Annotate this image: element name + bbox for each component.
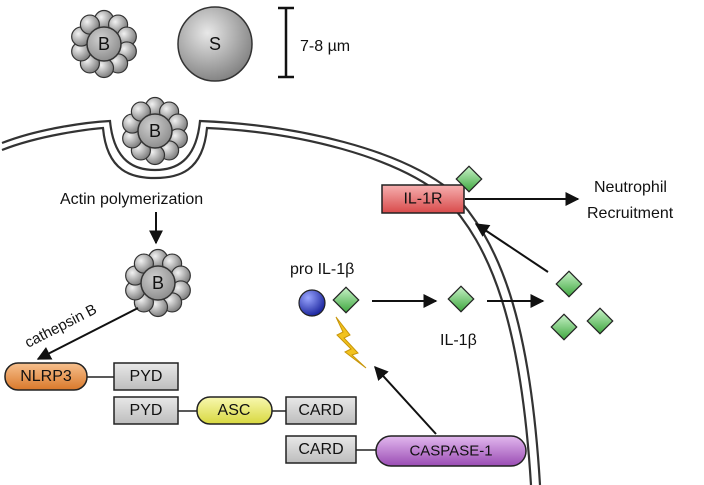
caspase-arrow xyxy=(374,365,437,435)
bound-il1b-diamond xyxy=(455,165,483,193)
caspase-label: CASPASE-1 xyxy=(409,443,492,460)
binding-arrow xyxy=(474,223,549,273)
scale-label: 7-8 µm xyxy=(300,38,350,55)
asc-label: ASC xyxy=(218,402,251,419)
cathepsin-arrow xyxy=(36,307,139,360)
cleavage-lightning-icon xyxy=(335,316,367,369)
pro-domain-sphere xyxy=(298,289,326,317)
cell-membrane-inner xyxy=(1,126,533,485)
bead-letter: B xyxy=(149,121,161,141)
pro-il1b-diamond xyxy=(332,286,360,314)
bead-letter: B xyxy=(98,34,110,54)
bead-letter: B xyxy=(152,273,164,293)
card-label-2: CARD xyxy=(298,441,343,458)
actin-label: Actin polymerization xyxy=(60,191,203,208)
bead-core xyxy=(140,265,176,301)
pyd-box-2 xyxy=(113,396,179,425)
bead-cluster-membrane: B xyxy=(122,96,188,166)
il1b-label: IL-1β xyxy=(440,332,477,349)
pro-il1b-label: pro IL-1β xyxy=(290,261,354,278)
caspase-box xyxy=(375,435,527,467)
bead-core xyxy=(86,26,122,62)
il1b-diamond xyxy=(447,285,475,313)
secreted-il1b-diamond-3 xyxy=(586,307,614,335)
neutrophil-label-line1: Neutrophil xyxy=(594,179,667,196)
bead-cluster-cytosol: B xyxy=(125,248,191,318)
il1r-box xyxy=(381,184,465,214)
pyd-box-1 xyxy=(113,362,179,391)
cell-membrane-outer xyxy=(1,119,542,485)
pyd-label-1: PYD xyxy=(130,368,163,385)
secreted-il1b-diamond-1 xyxy=(555,270,583,298)
scale-bar xyxy=(278,6,294,79)
pyd-label-2: PYD xyxy=(130,402,163,419)
card-label-1: CARD xyxy=(298,402,343,419)
secreted-il1b-diamond-2 xyxy=(550,313,578,341)
bead-cluster-top: B xyxy=(71,9,137,79)
bead-core xyxy=(137,113,173,149)
sphere-letter: S xyxy=(209,34,221,54)
nlrp3-label: NLRP3 xyxy=(20,368,72,385)
card-box-1 xyxy=(285,396,357,425)
sphere-particle: S xyxy=(177,6,253,82)
il1r-label: IL-1R xyxy=(403,191,442,208)
cathepsin-label: cathepsin B xyxy=(22,301,100,352)
neutrophil-label-line2: Recruitment xyxy=(587,205,674,222)
